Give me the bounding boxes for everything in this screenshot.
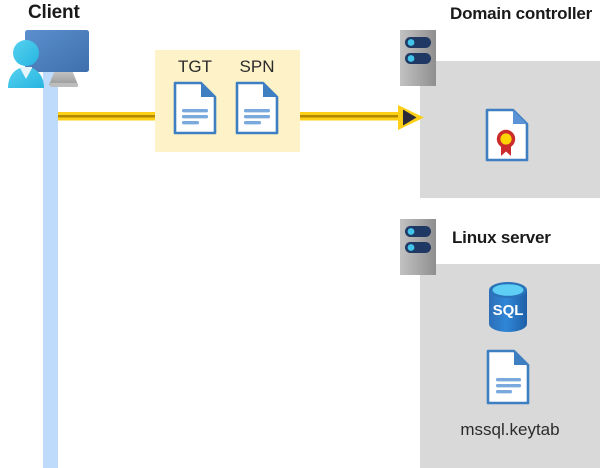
tgt-token: TGT [167,58,223,135]
linux-server-title: Linux server [452,228,551,247]
client-lifeline [43,72,58,468]
keytab-file-label: mssql.keytab [460,420,560,439]
document-icon [173,81,217,135]
tgt-label: TGT [178,57,212,76]
keytab-document-icon [486,349,530,410]
sql-database-icon: SQL [485,281,531,338]
certificate-document-icon [485,108,529,167]
sql-label: SQL [493,302,524,319]
domain-controller-title: Domain controller [450,4,593,23]
document-icon [235,81,279,135]
spn-token: SPN [229,58,285,135]
spn-label: SPN [239,57,275,76]
user-computer-icon [6,26,92,95]
domain-controller-server-icon [400,30,436,91]
token-highlight-box: TGT SPN [155,50,300,152]
client-title: Client [28,2,80,23]
linux-server-icon [400,219,436,280]
